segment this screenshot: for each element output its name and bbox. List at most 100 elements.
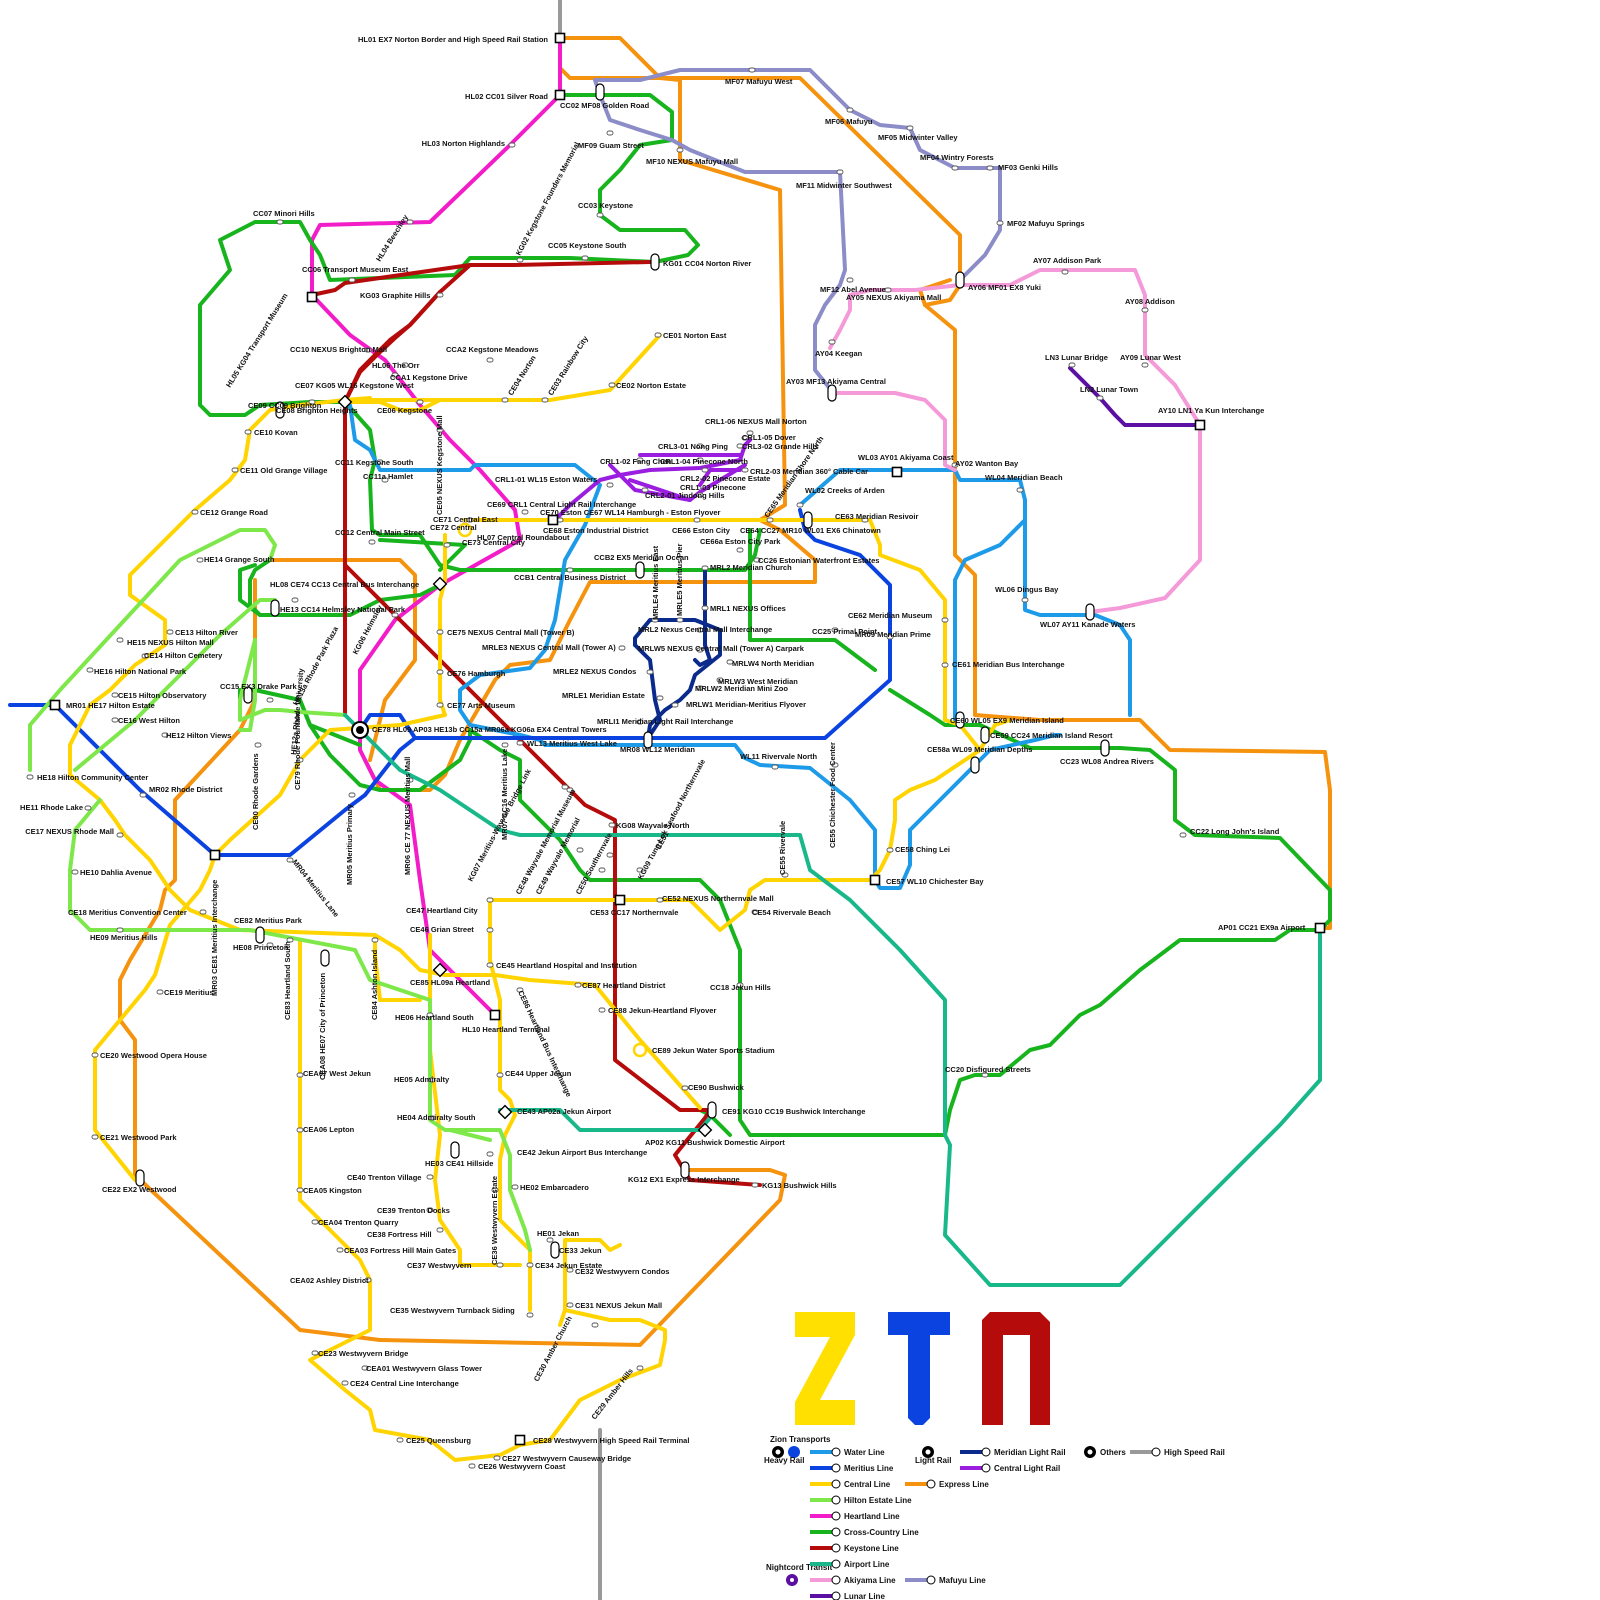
station-he12-marker[interactable] (161, 732, 169, 738)
station-ce85-marker[interactable] (432, 962, 448, 978)
station-he12a-marker[interactable] (266, 697, 274, 703)
station-he16-marker[interactable] (86, 667, 94, 673)
station-cc06-marker[interactable] (348, 277, 356, 283)
station-cc20-marker[interactable] (981, 1072, 989, 1078)
station-mrle4-marker[interactable] (651, 617, 659, 623)
station-ce34-marker[interactable] (526, 1262, 534, 1268)
station-mf11-marker[interactable] (836, 169, 844, 175)
station-ce25-label[interactable]: CE25 Queensburg (406, 1436, 471, 1445)
station-kg06-marker[interactable] (391, 612, 399, 618)
station-ce59-marker[interactable] (980, 726, 990, 744)
station-ce55-label[interactable]: CE55 Chichester Food Center (828, 742, 837, 848)
station-he06-label[interactable]: HE06 Heartland South (395, 1013, 474, 1022)
station-ce53-marker[interactable] (614, 894, 626, 906)
station-he01-label[interactable]: HE01 Jekan (537, 1229, 580, 1238)
station-ce02-label[interactable]: CE02 Norton Estate (616, 381, 686, 390)
station-cc23-label[interactable]: CC23 WL08 Andrea Rivers (1060, 757, 1154, 766)
station-cea02-label[interactable]: CEA02 Ashley District (290, 1276, 369, 1285)
station-he13-marker[interactable] (270, 599, 280, 617)
station-cc05-marker[interactable] (581, 255, 589, 261)
station-ce21-marker[interactable] (91, 1134, 99, 1140)
station-ay09-marker[interactable] (1141, 362, 1149, 368)
station-ce44-marker[interactable] (496, 1072, 504, 1078)
station-cc12-marker[interactable] (368, 539, 376, 545)
station-ce79-marker[interactable] (296, 757, 304, 763)
station-wl13-marker[interactable] (516, 740, 524, 746)
station-ap01-marker[interactable] (1314, 922, 1326, 934)
station-ce62-label[interactable]: CE62 Meridian Museum (848, 611, 933, 620)
station-ce76-marker[interactable] (436, 669, 444, 675)
station-ce07-label[interactable]: CE07 KG05 WL16 Kegstone West (295, 381, 414, 390)
station-ay07-label[interactable]: AY07 Addison Park (1033, 256, 1102, 265)
station-mr05-label[interactable]: MR05 Meritius Primary (345, 803, 354, 885)
station-ce55-marker[interactable] (831, 762, 839, 768)
station-mf05-label[interactable]: MF05 Midwinter Valley (878, 133, 958, 142)
station-ce66-label[interactable]: CE66 Eston City (672, 526, 731, 535)
station-ce77-marker[interactable] (436, 702, 444, 708)
station-ce83-marker[interactable] (286, 937, 294, 943)
station-wl03-label[interactable]: WL03 AY01 Akiyama Coast (858, 453, 954, 462)
station-ce45-label[interactable]: CE45 Heartland Hospital and Institution (496, 961, 637, 970)
station-hl06-marker[interactable] (401, 362, 409, 368)
station-ccb1-marker[interactable] (566, 567, 574, 573)
station-ce58a-marker[interactable] (970, 756, 980, 774)
station-ln3-marker[interactable] (1068, 362, 1076, 368)
station-ce80-label[interactable]: CE80 Rhode Gardens (251, 753, 260, 830)
station-ln2-label[interactable]: LN2 Lunar Town (1080, 385, 1139, 394)
station-hl04-label[interactable]: HL04 Beechley (374, 212, 410, 263)
station-he11-label[interactable]: HE11 Rhode Lake (20, 803, 83, 812)
station-kg02-label[interactable]: KG02 Kegstone Founders Memorial (514, 140, 582, 256)
station-ay04-marker[interactable] (828, 339, 836, 345)
station-ln3-label[interactable]: LN3 Lunar Bridge (1045, 353, 1108, 362)
station-kg03-marker[interactable] (436, 292, 444, 298)
station-ay08-label[interactable]: AY08 Addison (1125, 297, 1175, 306)
station-crl2-01-marker[interactable] (696, 492, 704, 498)
station-mrle4-label[interactable]: MRLE4 Meritius East (651, 545, 660, 620)
station-mrle2-label[interactable]: MRLE2 NEXUS Condos (553, 667, 636, 676)
station-ce63-marker[interactable] (861, 517, 869, 523)
station-mrlw1-label[interactable]: MRLW1 Meridian-Meritius Flyover (686, 700, 806, 709)
station-ce04-label[interactable]: CE04 Norton (506, 353, 538, 397)
station-cea08-label[interactable]: CEA08 HE07 City of Princeton (318, 972, 327, 1080)
station-cc07-label[interactable]: CC07 Minori Hills (253, 209, 315, 218)
station-cea03-marker[interactable] (336, 1247, 344, 1253)
station-cea03-label[interactable]: CEA03 Fortress Hill Main Gates (344, 1246, 456, 1255)
station-hl06-label[interactable]: HL06 The Orr (372, 361, 420, 370)
station-ce08-label[interactable]: CE08 Brighton Heights (276, 406, 358, 415)
station-he01-marker[interactable] (546, 1237, 554, 1243)
station-mf06-marker[interactable] (846, 107, 854, 113)
station-crl1-05-marker[interactable] (741, 435, 749, 441)
station-mrlw3-label[interactable]: MRLW3 West Meridian (718, 677, 798, 686)
station-cc18-marker[interactable] (736, 982, 744, 988)
station-mr05-marker[interactable] (348, 792, 356, 798)
station-cea01-marker[interactable] (361, 1365, 369, 1371)
station-ce46-label[interactable]: CE46 Grian Street (410, 925, 474, 934)
station-mr06-marker[interactable] (406, 777, 414, 783)
station-mrl2-label[interactable]: MRL2 Meridian Church (710, 563, 792, 572)
station-mf10-label[interactable]: MF10 NEXUS Mafuyu Mall (646, 157, 738, 166)
station-ay07-marker[interactable] (1061, 269, 1069, 275)
station-ce10-label[interactable]: CE10 Kovan (254, 428, 298, 437)
station-ce86-marker[interactable] (516, 987, 524, 993)
station-wl02-marker[interactable] (796, 502, 804, 508)
station-cca1-label[interactable]: CCA1 Kegstone Drive (390, 373, 468, 382)
station-ce31-label[interactable]: CE31 NEXUS Jekun Mall (575, 1301, 662, 1310)
station-ce44-label[interactable]: CE44 Upper Jekun (505, 1069, 572, 1078)
station-ce36-label[interactable]: CE36 Westwyvern Estate (490, 1176, 499, 1265)
station-cc20-label[interactable]: CC20 Disfigured Streets (945, 1065, 1031, 1074)
station-ce59-label[interactable]: CE59 CC24 Meridian Island Resort (990, 731, 1113, 740)
station-ce32-label[interactable]: CE32 Westwyvern Condos (575, 1267, 669, 1276)
station-hl08-marker[interactable] (432, 576, 448, 592)
station-ln2-marker[interactable] (1096, 395, 1104, 401)
station-mrlw3-marker[interactable] (716, 677, 724, 683)
station-ce84-marker[interactable] (371, 937, 379, 943)
station-cea05-marker[interactable] (296, 1187, 304, 1193)
station-ce05-label[interactable]: CE05 NEXUS Kegstone Mall (435, 415, 444, 515)
station-ce52-label[interactable]: CE52 NEXUS Northernvale Mall (662, 894, 774, 903)
station-wl04-label[interactable]: WL04 Meridian Beach (985, 473, 1063, 482)
station-ce40-marker[interactable] (426, 1174, 434, 1180)
station-ce91-marker[interactable] (707, 1101, 717, 1119)
station-ce06-label[interactable]: CE06 Kegstone (377, 406, 432, 415)
station-ce04-marker[interactable] (501, 397, 509, 403)
station-cc25-marker[interactable] (831, 627, 839, 633)
